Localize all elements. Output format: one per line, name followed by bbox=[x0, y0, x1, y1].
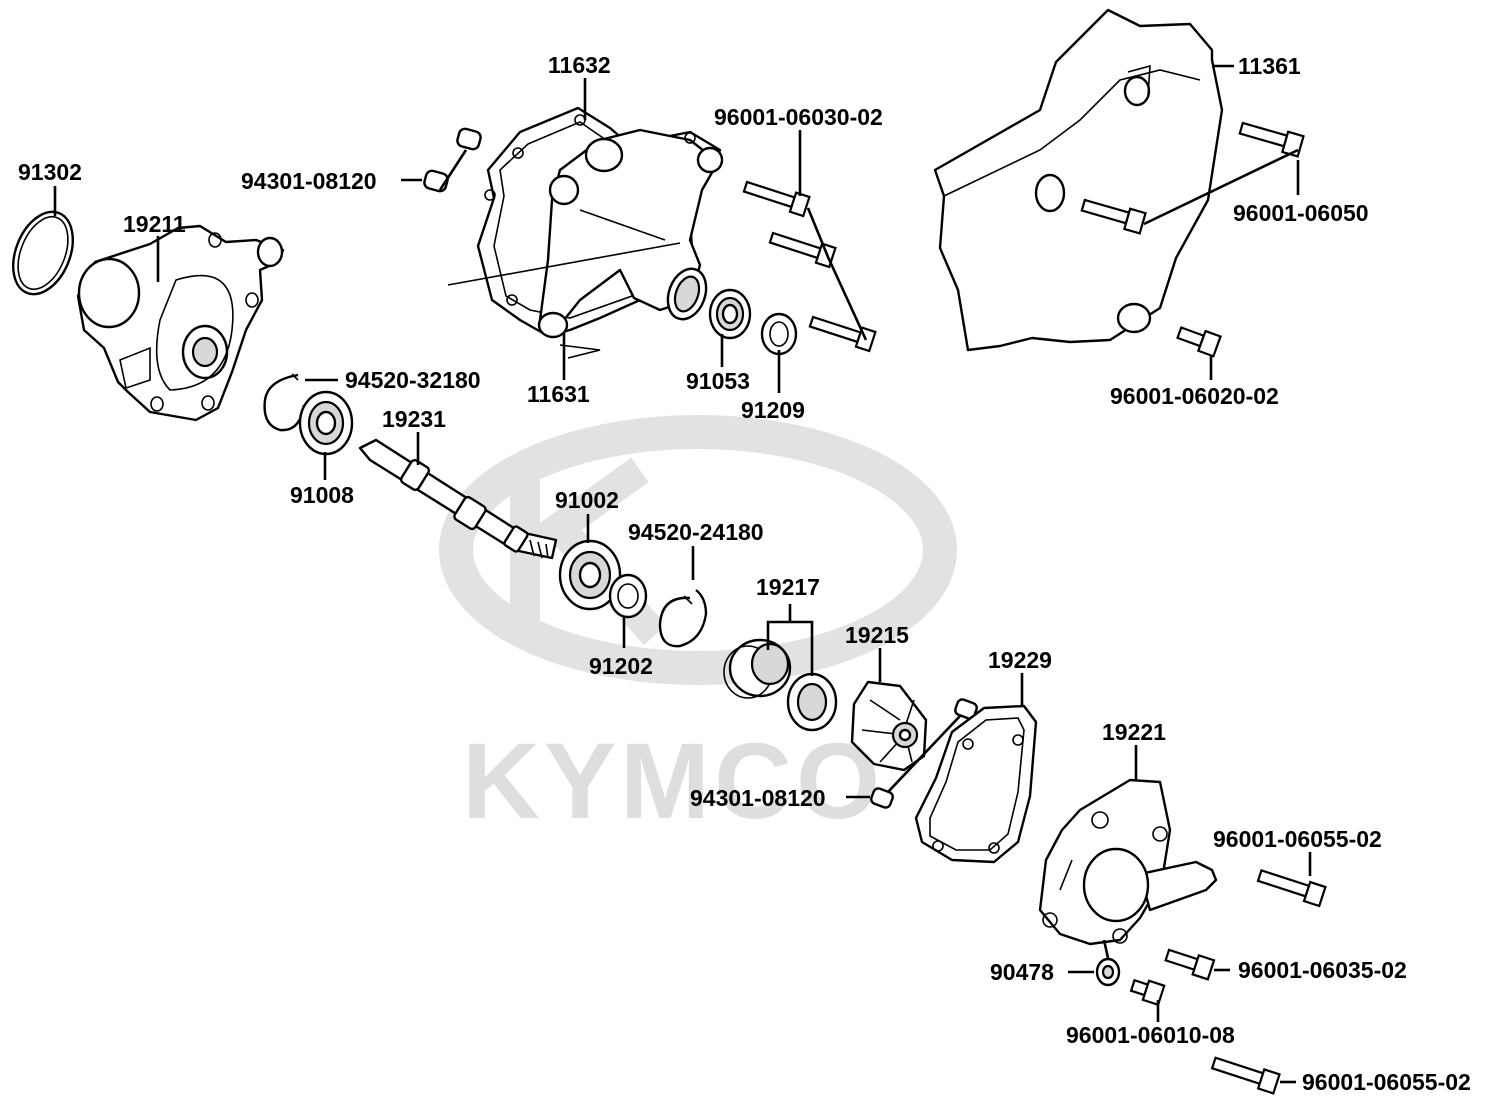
seal-91202-part bbox=[608, 573, 648, 619]
gasket-19229-part bbox=[914, 704, 1038, 864]
kymco-watermark: KYMCO bbox=[439, 415, 957, 841]
cover-part bbox=[447, 114, 724, 359]
label-96001-06010-08: 96001-06010-08 bbox=[1066, 1022, 1235, 1048]
bearing-91008-part bbox=[298, 390, 354, 456]
watermark-text: KYMCO bbox=[462, 720, 884, 841]
bolts-06050-part bbox=[1080, 121, 1305, 235]
label-11631: 11631 bbox=[527, 381, 590, 407]
circlip-24180-part bbox=[658, 589, 708, 648]
label-96001-06030-02: 96001-06030-02 bbox=[714, 104, 883, 130]
dowel-pins-top bbox=[423, 127, 482, 193]
label-19229: 19229 bbox=[988, 647, 1052, 673]
label-94301-08120-top: 94301-08120 bbox=[241, 168, 377, 194]
bearing-91053-part bbox=[708, 288, 752, 340]
part-labels: 11632 11361 96001-06030-02 91302 94301-0… bbox=[18, 52, 1471, 1095]
bolts-06030-part bbox=[742, 180, 877, 353]
label-94520-24180: 94520-24180 bbox=[628, 519, 764, 545]
bearing-91002-part bbox=[558, 539, 622, 611]
label-96001-06050: 96001-06050 bbox=[1233, 200, 1369, 226]
label-19215: 19215 bbox=[845, 622, 909, 648]
label-19217: 19217 bbox=[756, 574, 820, 600]
label-96001-06055-02-a: 96001-06055-02 bbox=[1213, 826, 1382, 852]
bolts-lower-part bbox=[1129, 869, 1327, 1095]
label-91053: 91053 bbox=[686, 368, 750, 394]
label-19211: 19211 bbox=[123, 211, 186, 237]
washer-90478-part bbox=[1095, 939, 1121, 987]
label-19221: 19221 bbox=[1102, 719, 1166, 745]
seal-91209-part bbox=[760, 312, 798, 356]
impeller-part bbox=[850, 680, 928, 772]
pump-cover-part bbox=[1038, 778, 1218, 946]
label-96001-06020-02: 96001-06020-02 bbox=[1110, 383, 1279, 409]
label-91202: 91202 bbox=[589, 653, 653, 679]
label-94520-32180: 94520-32180 bbox=[345, 367, 481, 393]
label-94301-08120-bottom: 94301-08120 bbox=[690, 785, 826, 811]
dowel-pins-bottom bbox=[870, 698, 978, 809]
shaft-part bbox=[358, 438, 558, 560]
o-ring-part bbox=[12, 210, 74, 296]
label-91002: 91002 bbox=[555, 487, 619, 513]
label-96001-06035-02: 96001-06035-02 bbox=[1238, 957, 1407, 983]
label-11632: 11632 bbox=[548, 52, 611, 78]
pump-housing-part bbox=[76, 224, 285, 422]
outer-cover-part bbox=[933, 8, 1224, 352]
label-91008: 91008 bbox=[290, 482, 354, 508]
circlip-32180-part bbox=[263, 373, 306, 432]
label-11361: 11361 bbox=[1238, 53, 1301, 79]
mechanical-seal-part bbox=[723, 638, 838, 732]
bolt-06020-part bbox=[1176, 326, 1222, 358]
label-90478: 90478 bbox=[990, 959, 1054, 985]
leader-lines bbox=[53, 64, 1312, 1084]
label-96001-06055-02-b: 96001-06055-02 bbox=[1302, 1069, 1471, 1095]
label-19231: 19231 bbox=[382, 406, 446, 432]
label-91209: 91209 bbox=[741, 397, 805, 423]
label-91302: 91302 bbox=[18, 159, 82, 185]
